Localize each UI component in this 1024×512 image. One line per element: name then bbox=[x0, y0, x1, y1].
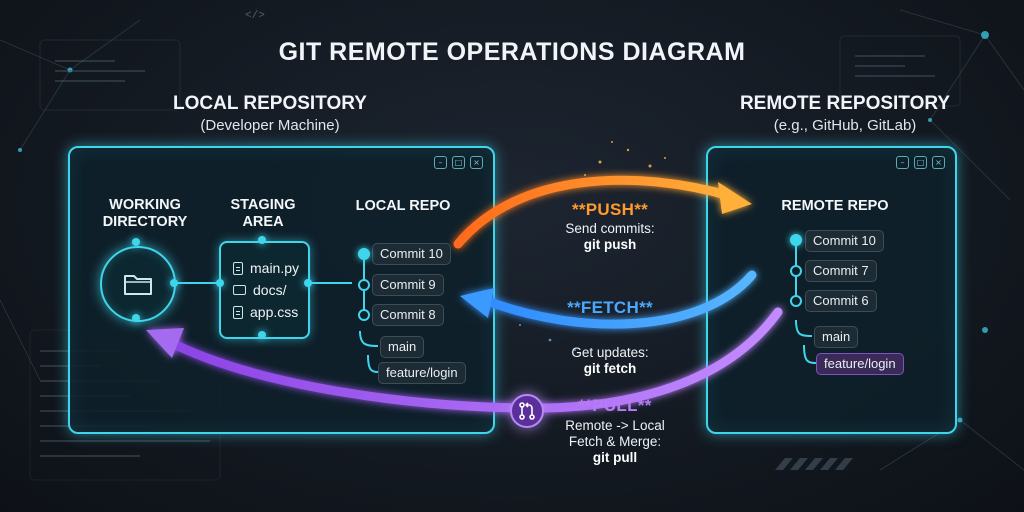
remote-commit[interactable]: Commit 6 bbox=[805, 290, 877, 312]
code-tag: </> bbox=[245, 10, 265, 22]
close-icon[interactable]: × bbox=[470, 156, 483, 169]
local-branch-feature[interactable]: feature/login bbox=[378, 362, 466, 384]
staged-file[interactable]: main.py bbox=[233, 257, 308, 279]
remote-repo-label: REMOTE REPO bbox=[781, 198, 889, 214]
staged-file[interactable]: app.css bbox=[233, 301, 308, 323]
pull-command: git pull bbox=[592, 450, 638, 465]
folder-icon bbox=[124, 275, 152, 295]
pull-badge[interactable] bbox=[510, 394, 544, 428]
close-icon[interactable]: × bbox=[932, 156, 945, 169]
diagram-title: GIT REMOTE OPERATIONS DIAGRAM bbox=[278, 38, 746, 66]
connector-dot bbox=[258, 331, 266, 339]
git-pull-request-icon bbox=[519, 402, 535, 420]
local-repository-subtitle: (Developer Machine) bbox=[200, 117, 340, 134]
minimize-icon[interactable]: – bbox=[896, 156, 909, 169]
remote-commit[interactable]: Commit 7 bbox=[805, 260, 877, 282]
pull-desc-2: Fetch & Merge: bbox=[568, 434, 662, 449]
connector-dot bbox=[216, 279, 224, 287]
connector-dot bbox=[132, 314, 140, 322]
window-controls: – □ × bbox=[896, 156, 945, 169]
maximize-icon[interactable]: □ bbox=[452, 156, 465, 169]
fetch-desc: Get updates: bbox=[571, 345, 649, 360]
fetch-command: git fetch bbox=[583, 361, 637, 376]
commit-node bbox=[358, 248, 370, 260]
local-commit[interactable]: Commit 10 bbox=[372, 243, 451, 265]
staged-folder[interactable]: docs/ bbox=[233, 279, 308, 301]
local-repository-title: LOCAL REPOSITORY bbox=[173, 93, 367, 114]
maximize-icon[interactable]: □ bbox=[914, 156, 927, 169]
commit-node bbox=[790, 295, 802, 307]
connector-dot bbox=[132, 238, 140, 246]
push-desc: Send commits: bbox=[565, 221, 655, 236]
window-controls: – □ × bbox=[434, 156, 483, 169]
working-directory-circle[interactable] bbox=[100, 246, 176, 322]
connector-dot bbox=[304, 279, 312, 287]
pull-title: **PULL** bbox=[578, 396, 652, 415]
folder-icon bbox=[233, 285, 246, 295]
remote-repository-subtitle: (e.g., GitHub, GitLab) bbox=[773, 117, 917, 134]
fetch-title: **FETCH** bbox=[567, 298, 653, 317]
commit-node bbox=[358, 279, 370, 291]
remote-branch-feature[interactable]: feature/login bbox=[816, 353, 904, 375]
commit-node bbox=[358, 309, 370, 321]
file-icon bbox=[233, 261, 243, 275]
minimize-icon[interactable]: – bbox=[434, 156, 447, 169]
push-command: git push bbox=[583, 237, 637, 252]
connector-dot bbox=[258, 236, 266, 244]
connector-dot bbox=[170, 279, 178, 287]
local-commit[interactable]: Commit 8 bbox=[372, 304, 444, 326]
staging-area-box[interactable]: main.py docs/ app.css bbox=[219, 241, 310, 339]
local-commit[interactable]: Commit 9 bbox=[372, 274, 444, 296]
local-repo-label: LOCAL REPO bbox=[355, 198, 451, 214]
remote-repository-title: REMOTE REPOSITORY bbox=[739, 93, 951, 114]
pull-desc-1: Remote -> Local bbox=[565, 418, 665, 433]
remote-commit[interactable]: Commit 10 bbox=[805, 230, 884, 252]
commit-node bbox=[790, 234, 802, 246]
file-icon bbox=[233, 305, 243, 319]
push-title: **PUSH** bbox=[571, 200, 649, 219]
local-branch-main[interactable]: main bbox=[380, 336, 425, 358]
commit-node bbox=[790, 265, 802, 277]
remote-branch-main[interactable]: main bbox=[814, 326, 859, 348]
